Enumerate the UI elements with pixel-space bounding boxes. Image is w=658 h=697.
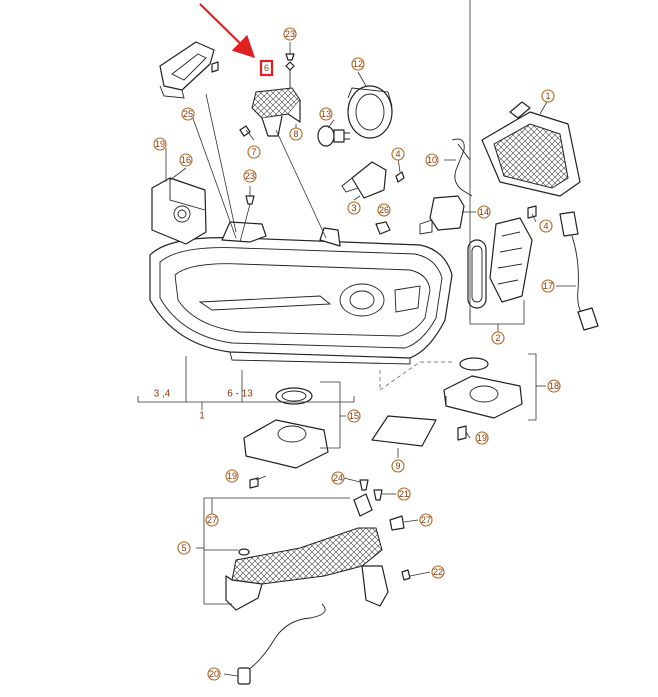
- callout-16: 16: [179, 153, 193, 167]
- callout-24: 24: [331, 471, 345, 485]
- callout-19-top: 19: [153, 137, 167, 151]
- callout-7: 7: [247, 145, 261, 159]
- ballast-part-2: [489, 205, 537, 303]
- svg-text:22: 22: [433, 567, 443, 577]
- svg-text:14: 14: [479, 207, 489, 217]
- bulb-holder-part-3: [341, 161, 405, 199]
- svg-text:17: 17: [543, 281, 553, 291]
- svg-text:3 ,4: 3 ,4: [154, 389, 171, 400]
- control-unit-16: [151, 177, 207, 245]
- module-part-14: [419, 195, 465, 235]
- callout-4-top: 4: [391, 147, 405, 161]
- callout-1-bottom: 1: [199, 411, 205, 422]
- svg-text:23: 23: [245, 171, 255, 181]
- svg-text:24: 24: [333, 473, 343, 483]
- film-part-9: [371, 415, 437, 447]
- svg-text:10: 10: [427, 155, 437, 165]
- rear-cover-part-11: [481, 101, 581, 197]
- svg-text:5: 5: [181, 543, 186, 553]
- callout-27-right: 27: [419, 513, 433, 527]
- callout-9: 9: [391, 459, 405, 473]
- bulb-part-13: [317, 125, 350, 147]
- wire-clip-part-10: [451, 138, 473, 197]
- callout-3: 3: [347, 201, 361, 215]
- svg-text:23: 23: [285, 29, 295, 39]
- module-part-15: [243, 387, 329, 469]
- svg-text:20: 20: [209, 669, 219, 679]
- callout-19-right: 19: [475, 431, 489, 445]
- svg-text:9: 9: [395, 461, 400, 471]
- svg-text:26: 26: [379, 205, 389, 215]
- svg-text:19: 19: [477, 433, 487, 443]
- svg-text:13: 13: [321, 109, 331, 119]
- clip-part-26: [375, 221, 391, 235]
- svg-text:4: 4: [543, 221, 548, 231]
- led-module-part-18: [443, 357, 523, 441]
- callout-18: 18: [547, 379, 561, 393]
- svg-text:19: 19: [227, 471, 237, 481]
- screws: [239, 53, 383, 501]
- ring-part-12: [347, 85, 393, 139]
- svg-text:3: 3: [351, 203, 356, 213]
- callout-6-highlighted: 6: [259, 59, 274, 77]
- callout-2: 2: [491, 331, 505, 345]
- gasket-part-2: [467, 239, 487, 309]
- svg-text:1: 1: [545, 91, 550, 101]
- svg-text:1: 1: [199, 411, 205, 422]
- svg-text:6: 6: [264, 63, 269, 73]
- svg-text:4: 4: [395, 149, 400, 159]
- callout-23-mid: 23: [243, 169, 257, 183]
- svg-text:15: 15: [349, 411, 359, 421]
- callout-21: 21: [397, 487, 411, 501]
- svg-text:21: 21: [399, 489, 409, 499]
- svg-text:2: 2: [495, 333, 500, 343]
- callout-26: 26: [377, 203, 391, 217]
- callout-1: 1: [541, 89, 555, 103]
- callout-15: 15: [347, 409, 361, 423]
- svg-text:6 - 13: 6 - 13: [227, 389, 253, 400]
- callout-5: 5: [177, 541, 191, 555]
- svg-text:18: 18: [549, 381, 559, 391]
- callout-20: 20: [207, 667, 221, 681]
- svg-text:27: 27: [421, 515, 431, 525]
- callouts: 1 2 3 4 4 5 6 7 8 9 10 12 13 14 15 16 17…: [153, 27, 561, 681]
- callout-4-right: 4: [539, 219, 553, 233]
- callout-27-left: 27: [205, 513, 219, 527]
- red-pointer-arrow-icon: [199, 3, 256, 59]
- svg-text:7: 7: [251, 147, 256, 157]
- svg-text:12: 12: [353, 59, 363, 69]
- mounting-bracket-6: [251, 61, 301, 137]
- callout-14: 14: [477, 205, 491, 219]
- svg-text:16: 16: [181, 155, 191, 165]
- cable-harness-part-17: [559, 211, 599, 331]
- callout-25: 25: [181, 107, 195, 121]
- callout-8: 8: [289, 127, 303, 141]
- cover-part-25: [159, 41, 219, 99]
- callout-23-top: 23: [283, 27, 297, 41]
- svg-text:27: 27: [207, 515, 217, 525]
- callout-17: 17: [541, 279, 555, 293]
- sensor-wire-part-20: [237, 603, 326, 685]
- callout-22: 22: [431, 565, 445, 579]
- lower-bracket-part-5: [225, 493, 411, 611]
- svg-text:8: 8: [293, 129, 298, 139]
- range-3-4: 3 ,4: [154, 389, 171, 400]
- leader-lines: [137, 0, 576, 677]
- callout-12: 12: [351, 57, 365, 71]
- callout-10: 10: [425, 153, 439, 167]
- callout-19-left: 19: [225, 469, 239, 483]
- svg-text:19: 19: [155, 139, 165, 149]
- svg-text:25: 25: [183, 109, 193, 119]
- callout-13: 13: [319, 107, 333, 121]
- headlight-housing: [149, 221, 453, 365]
- range-6-13: 6 - 13: [227, 389, 253, 400]
